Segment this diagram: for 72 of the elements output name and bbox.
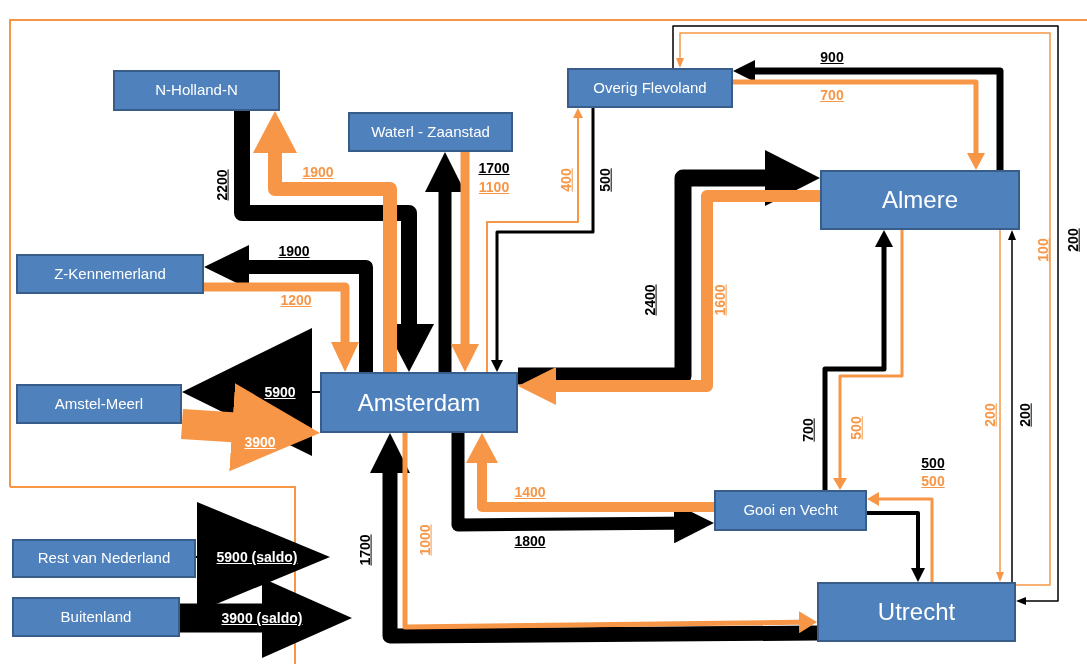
flow-value-label: 5900: [264, 385, 296, 399]
flow-arrow: [486, 108, 583, 373]
region-name: Utrecht: [877, 597, 956, 627]
region-name: Z-Kennemerland: [54, 264, 166, 284]
region-name: Amsterdam: [357, 387, 481, 418]
flow-value-label: 3900 (saldo): [221, 611, 303, 625]
flow-value-label: 1100: [478, 180, 510, 194]
flow-arrow: [451, 433, 714, 544]
flow-value-label: 700: [801, 418, 815, 442]
flow-value-label: 500: [598, 168, 612, 192]
region-box: [12, 597, 180, 637]
flow-value-label: 3900: [244, 435, 276, 449]
flow-value-label: 1700: [358, 534, 372, 566]
flow-value-label: 2400: [643, 284, 657, 316]
region-box: [567, 68, 733, 108]
region-box: [817, 582, 1016, 642]
region-name: Almere: [882, 185, 958, 215]
region-name: Buitenland: [60, 607, 132, 627]
flow-value-label: 200: [1066, 228, 1080, 252]
flow-arrow: [996, 229, 1004, 582]
region-name: Amstel-Meerl: [54, 394, 144, 414]
flow-value-label: 700: [820, 88, 844, 102]
flow-value-label: 400: [559, 168, 573, 192]
flow-value-label: 2200: [215, 169, 229, 201]
flow-arrow: [180, 578, 352, 658]
region-name: Gooi en Vecht: [743, 501, 838, 520]
flow-value-label: 500: [849, 416, 863, 440]
flow-value-label: 1800: [514, 534, 546, 548]
region-box: [113, 70, 280, 111]
flow-value-label: 1400: [514, 485, 546, 499]
flow-value-label: 100: [1036, 238, 1050, 262]
flow-arrow: [253, 111, 397, 372]
flow-arrow: [833, 230, 904, 490]
flow-arrow: [733, 79, 985, 170]
flow-value-label: 200: [1018, 403, 1032, 427]
region-box: [12, 539, 196, 578]
region-box: [16, 254, 204, 294]
flow-arrow: [822, 230, 893, 490]
flow-arrow: [518, 190, 820, 405]
region-name: Overig Flevoland: [593, 78, 707, 98]
flow-arrow: [491, 108, 595, 372]
flow-value-label: 500: [921, 456, 945, 470]
region-box: [348, 112, 513, 152]
region-box: [320, 372, 518, 433]
region-box: [16, 384, 182, 424]
flow-arrow: [234, 111, 434, 372]
flow-value-label: 500: [921, 474, 945, 488]
flow-arrow: [1008, 230, 1016, 583]
flow-value-label: 1200: [280, 293, 312, 307]
flow-value-label: 1900: [278, 244, 310, 258]
flow-arrow: [204, 282, 359, 372]
flow-arrow: [451, 152, 479, 372]
flow-value-label: 1900: [302, 165, 334, 179]
flow-arrow: [204, 245, 373, 372]
flow-value-label: 5900 (saldo): [216, 550, 298, 564]
flow-arrow: [867, 511, 925, 582]
flow-arrow: [867, 492, 934, 582]
flow-value-label: 900: [820, 50, 844, 64]
flow-value-label: 1600: [713, 284, 727, 316]
flow-value-label: 1700: [478, 161, 510, 175]
region-name: Rest van Nederland: [37, 549, 171, 568]
flow-arrow: [518, 150, 820, 385]
region-name: Waterl - Zaanstad: [371, 122, 490, 142]
region-box: [714, 490, 867, 531]
flow-value-label: 200: [983, 403, 997, 427]
flow-value-label: 1000: [418, 524, 432, 556]
flow-arrow: [181, 383, 320, 472]
region-name: N-Holland-N: [155, 81, 238, 100]
flow-arrow: [466, 433, 714, 512]
flow-arrow: [182, 328, 321, 456]
flow-arrow: [733, 60, 1004, 170]
region-box: [820, 170, 1020, 230]
